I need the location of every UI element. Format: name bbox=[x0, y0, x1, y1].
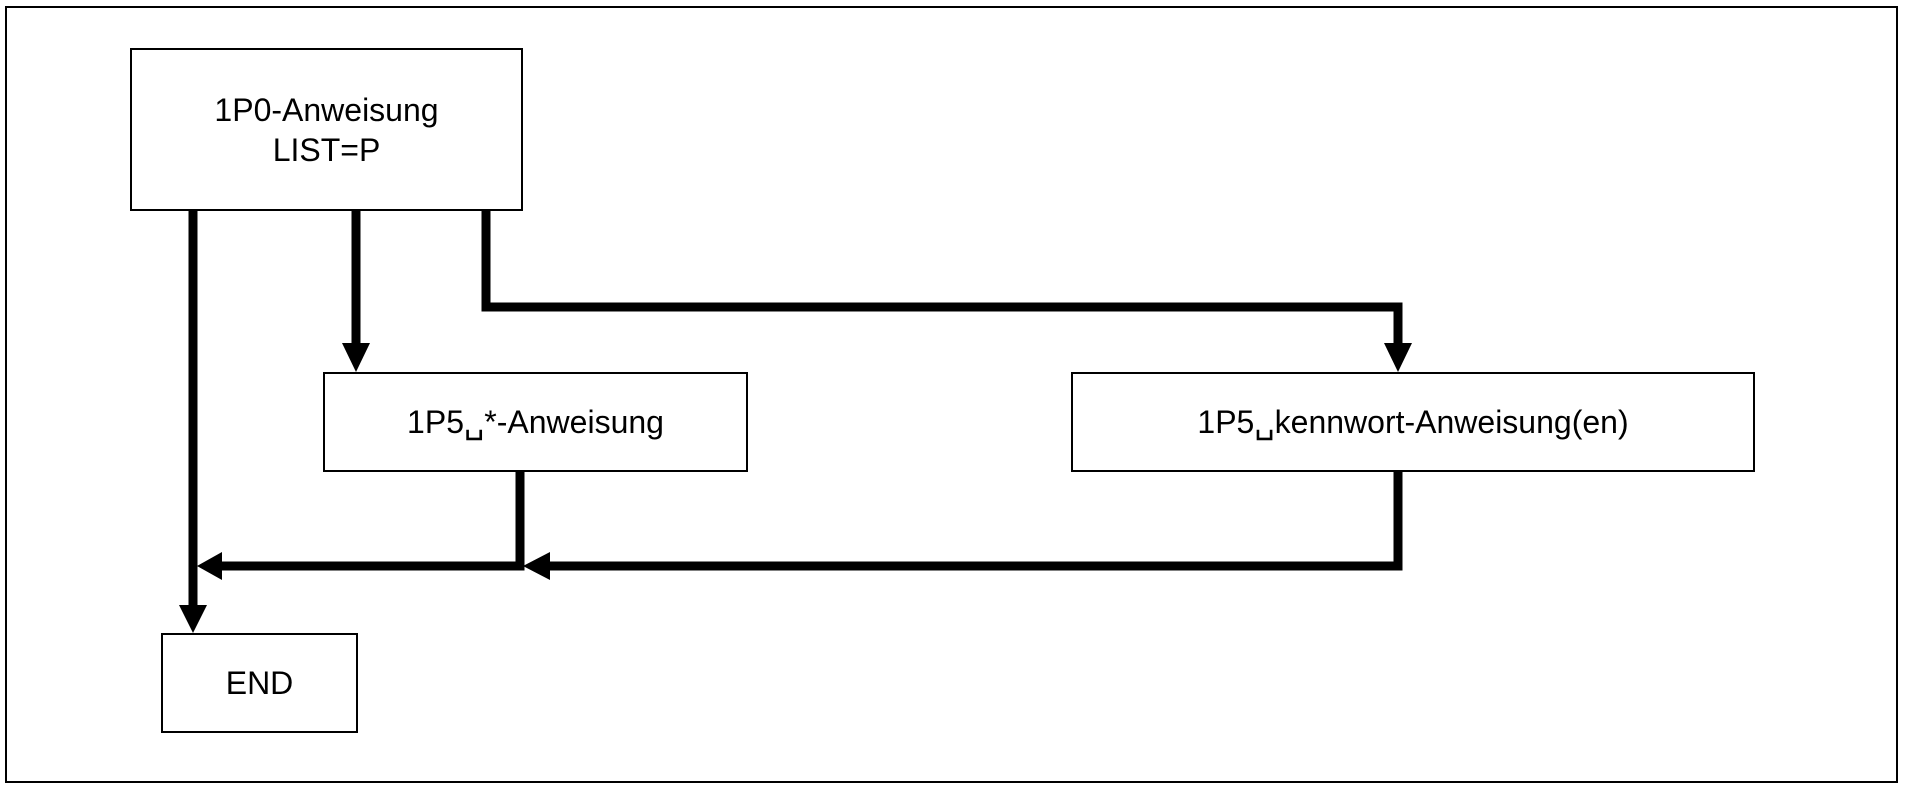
node-label: 1P5␣kennwort-Anweisung(en) bbox=[1197, 404, 1629, 440]
arrowhead-merge-right bbox=[523, 552, 550, 580]
arrowhead-kennwort bbox=[1384, 343, 1412, 372]
arrowhead-end bbox=[179, 605, 207, 633]
node-label-line: LIST=P bbox=[272, 131, 381, 168]
edge-star-to-merge bbox=[220, 472, 525, 571]
node-label: 1P5␣*-Anweisung bbox=[407, 404, 664, 440]
node-1p0-anweisung: 1P0-Anweisung LIST=P bbox=[130, 48, 523, 211]
node-end: END bbox=[161, 633, 358, 733]
diagram-frame bbox=[5, 6, 1898, 783]
arrowhead-star bbox=[342, 343, 370, 372]
edge-start-to-kennwort bbox=[481, 211, 1403, 344]
node-label: END bbox=[225, 665, 294, 701]
node-1p5-kennwort-anweisung: 1P5␣kennwort-Anweisung(en) bbox=[1071, 372, 1755, 472]
node-1p5-star-anweisung: 1P5␣*-Anweisung bbox=[323, 372, 748, 472]
arrowhead-merge-left bbox=[197, 552, 222, 580]
edge-kennwort-to-merge bbox=[548, 472, 1403, 571]
node-label-line: 1P0-Anweisung bbox=[214, 91, 439, 128]
